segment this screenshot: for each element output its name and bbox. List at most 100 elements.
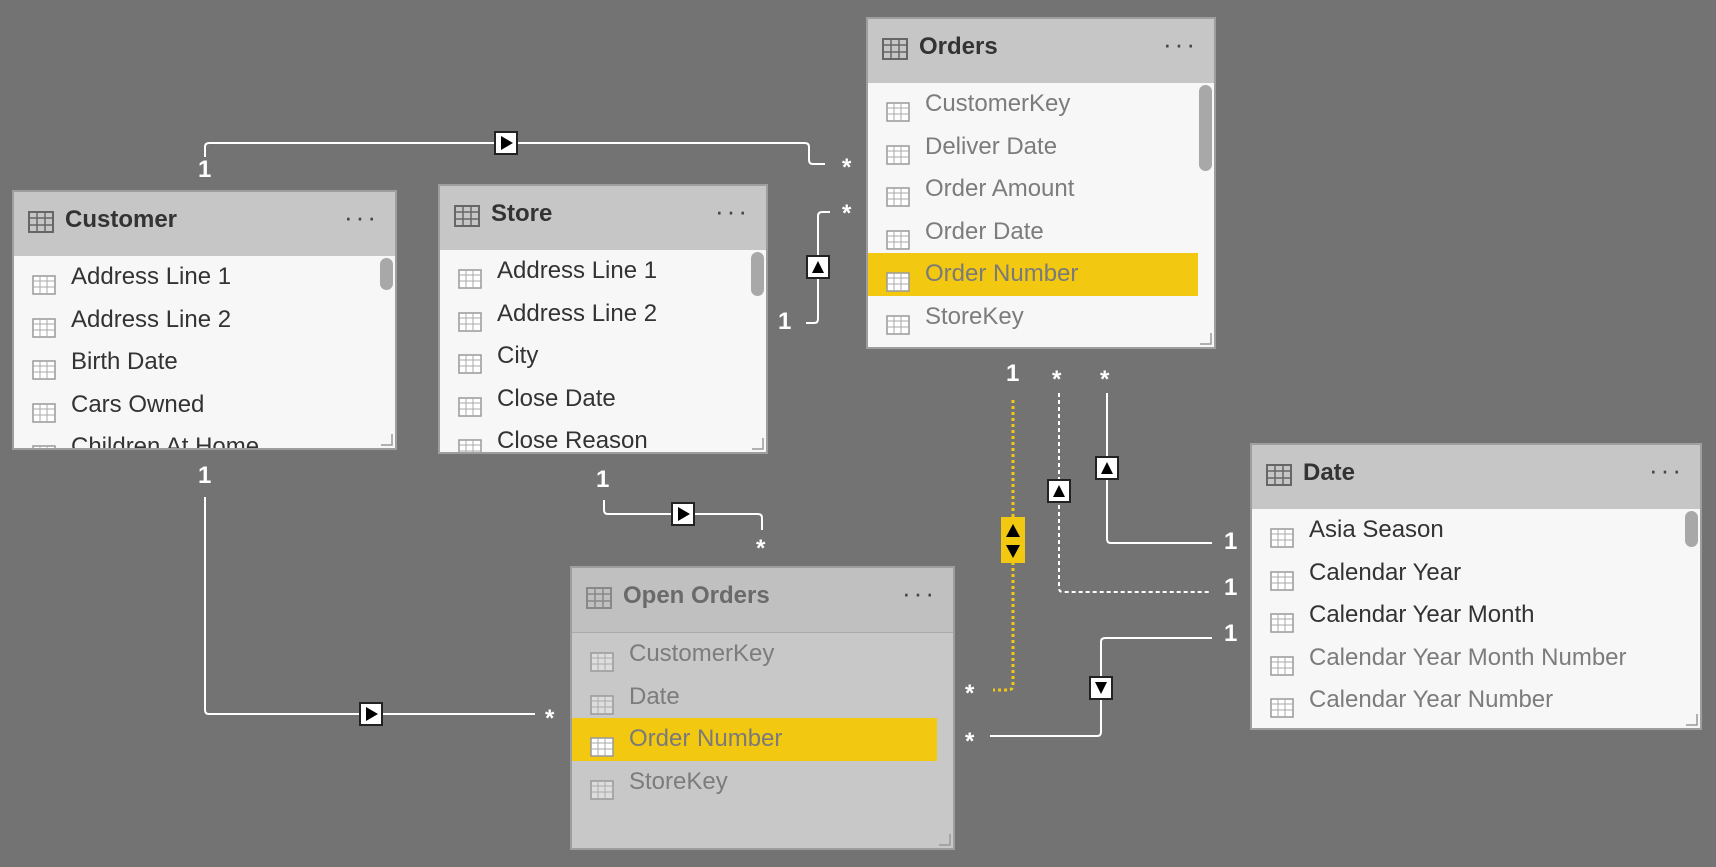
arrow-up-icon [806, 255, 830, 279]
cardinality-many: * [842, 154, 852, 181]
column-item[interactable]: Calendar Year Month [1252, 594, 1700, 637]
column-name: Close Reason [497, 427, 648, 454]
table-header[interactable]: Open Orders ··· [572, 568, 953, 633]
rel-orders-openorders [993, 400, 1015, 692]
column-icon [32, 310, 56, 352]
column-item[interactable]: Order Amount [868, 168, 1214, 211]
cardinality-many: * [1100, 366, 1110, 393]
column-icon [590, 729, 614, 771]
column-icon [1270, 563, 1294, 605]
column-item[interactable]: Calendar Year [1252, 552, 1700, 595]
column-item[interactable]: Asia Season [1252, 509, 1700, 552]
cardinality-one: 1 [1224, 528, 1238, 555]
table-icon [882, 38, 908, 65]
scrollbar[interactable] [1199, 85, 1212, 171]
column-item[interactable]: Cars Owned [14, 384, 395, 427]
resize-grip-icon[interactable] [379, 432, 393, 446]
table-title: Store [491, 200, 553, 227]
table-header[interactable]: Store ··· [440, 186, 766, 250]
cardinality-many: * [756, 535, 766, 562]
cardinality-one: 1 [1224, 620, 1238, 647]
more-options-button[interactable]: ··· [902, 578, 937, 608]
column-item-selected[interactable]: Order Number [868, 253, 1198, 296]
column-item[interactable]: Calendar Year Month Number [1252, 637, 1700, 680]
column-name: Birth Date [71, 348, 178, 375]
column-icon [458, 304, 482, 346]
column-item[interactable]: Address Line 1 [440, 250, 766, 293]
table-card-customer[interactable]: Customer ··· Address Line 1 Address Line… [12, 190, 397, 450]
column-item[interactable]: Calendar Year Number [1252, 679, 1700, 722]
column-icon [32, 395, 56, 437]
cardinality-one: 1 [198, 156, 212, 183]
column-item-selected[interactable]: Order Number [572, 718, 937, 761]
column-icon [32, 352, 56, 394]
resize-grip-icon[interactable] [937, 832, 951, 846]
column-icon [32, 267, 56, 309]
column-item[interactable]: CustomerKey [868, 83, 1214, 126]
column-name: Calendar Year Month Number [1309, 643, 1627, 671]
arrow-up-icon [1095, 456, 1119, 480]
resize-grip-icon[interactable] [750, 436, 764, 450]
column-list[interactable]: Asia Season Calendar Year Calendar Year … [1252, 509, 1700, 722]
column-item[interactable]: Address Line 2 [440, 293, 766, 336]
scrollbar[interactable] [380, 258, 393, 290]
column-item[interactable]: Birth Date [14, 341, 395, 384]
column-item[interactable]: CustomerKey [572, 633, 953, 676]
resize-grip-icon[interactable] [1684, 712, 1698, 726]
cardinality-many: * [965, 728, 975, 755]
column-item[interactable]: Close Date [440, 378, 766, 421]
column-item[interactable]: Close Reason [440, 420, 766, 454]
arrow-right-icon [494, 131, 518, 155]
column-list[interactable]: Address Line 1 Address Line 2 City Close… [440, 250, 766, 454]
table-card-date[interactable]: Date ··· Asia Season Calendar Year Calen… [1250, 443, 1702, 730]
column-item[interactable]: City [440, 335, 766, 378]
table-card-open-orders[interactable]: Open Orders ··· CustomerKey Date Order N… [570, 566, 955, 850]
column-item[interactable]: StoreKey [572, 761, 953, 804]
resize-grip-icon[interactable] [1198, 331, 1212, 345]
more-options-button[interactable]: ··· [344, 202, 379, 232]
more-options-button[interactable]: ··· [1163, 29, 1198, 59]
column-icon [458, 346, 482, 388]
column-item[interactable]: Children At Home [14, 426, 395, 448]
column-item[interactable]: Address Line 1 [14, 256, 395, 299]
column-item[interactable]: Deliver Date [868, 126, 1214, 169]
column-name: Calendar Year Month [1309, 601, 1535, 628]
cardinality-one: 1 [1006, 360, 1020, 387]
rel-date-orders-dotted [1058, 393, 1210, 593]
column-item[interactable]: Order Date [868, 211, 1214, 254]
column-name: City [497, 342, 539, 369]
table-card-store[interactable]: Store ··· Address Line 1 Address Line 2 … [438, 184, 768, 454]
table-card-orders[interactable]: Orders ··· CustomerKey Deliver Date Orde… [866, 17, 1216, 349]
arrow-right-icon [671, 502, 695, 526]
column-item[interactable]: Date [572, 676, 953, 719]
column-name: StoreKey [629, 767, 728, 795]
column-name: Order Amount [925, 175, 1075, 202]
column-name: Close Date [497, 384, 616, 412]
column-icon [1270, 648, 1294, 690]
rel-customer-orders [204, 142, 825, 165]
column-icon [886, 222, 910, 264]
more-options-button[interactable]: ··· [1649, 455, 1684, 485]
more-options-button[interactable]: ··· [715, 196, 750, 226]
column-name: Deliver Date [925, 132, 1058, 160]
column-name: Date [629, 682, 680, 710]
scrollbar[interactable] [751, 252, 764, 296]
bidirectional-arrow-icon [1001, 517, 1025, 563]
column-item[interactable]: Address Line 2 [14, 299, 395, 342]
column-list[interactable]: CustomerKey Deliver Date Order Amount Or… [868, 83, 1214, 338]
column-list[interactable]: CustomerKey Date Order Number StoreKey [572, 633, 953, 803]
column-name: Address Line 2 [497, 299, 658, 327]
column-name: StoreKey [925, 302, 1024, 330]
scrollbar[interactable] [1685, 511, 1698, 547]
column-icon [1270, 520, 1294, 562]
column-name: Order Date [925, 217, 1044, 245]
column-name: CustomerKey [629, 640, 775, 667]
column-icon [32, 437, 56, 448]
column-icon [458, 431, 482, 452]
table-header[interactable]: Date ··· [1252, 445, 1700, 509]
table-header[interactable]: Customer ··· [14, 192, 395, 256]
table-header[interactable]: Orders ··· [868, 19, 1214, 83]
column-name: Order Number [925, 260, 1079, 287]
column-list[interactable]: Address Line 1 Address Line 2 Birth Date… [14, 256, 395, 448]
column-item[interactable]: StoreKey [868, 296, 1214, 339]
